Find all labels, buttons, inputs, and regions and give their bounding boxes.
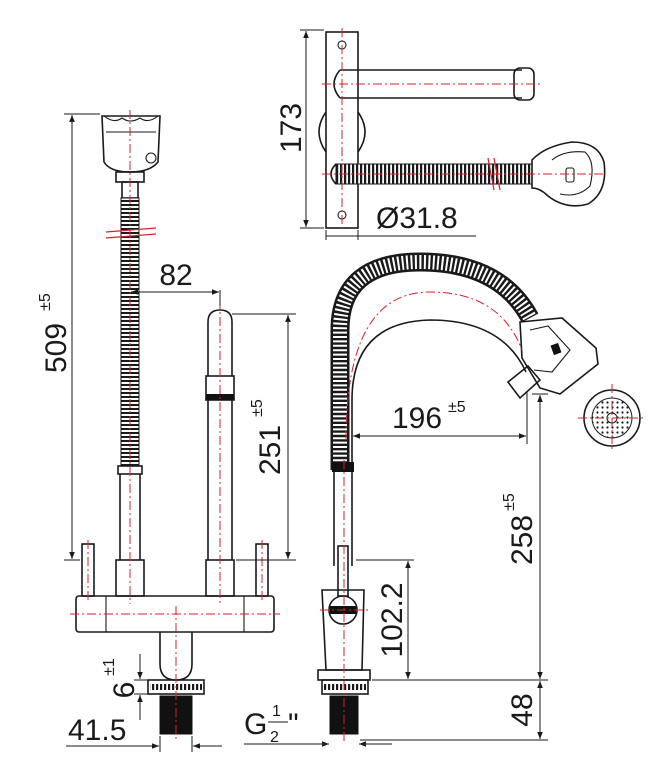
dim-6: 6 bbox=[108, 682, 141, 699]
dim-509-tol: ±5 bbox=[37, 293, 54, 311]
side-nut bbox=[321, 679, 369, 695]
dim-196-tol: ±5 bbox=[448, 399, 466, 416]
front-spray-button bbox=[145, 152, 157, 164]
dim-102-2: 102.2 bbox=[376, 582, 409, 657]
dim-48: 48 bbox=[506, 693, 539, 726]
dim-196: 196 bbox=[392, 402, 442, 435]
front-view: 509 ±5 82 251 ±5 6 ±1 41.5 bbox=[37, 110, 296, 752]
spray-head-top bbox=[531, 141, 606, 207]
side-body bbox=[321, 589, 365, 671]
thread-denominator: 2 bbox=[270, 729, 279, 746]
dim-173: 173 bbox=[275, 103, 308, 153]
thread-numerator: 1 bbox=[272, 703, 281, 720]
front-spout-pipe bbox=[207, 309, 233, 560]
side-spray-detail bbox=[529, 325, 571, 373]
dim-251-tol: ±5 bbox=[249, 399, 266, 417]
break-mark bbox=[487, 157, 501, 191]
dim-6-tol: ±1 bbox=[101, 658, 118, 676]
dim-258: 258 bbox=[506, 515, 539, 565]
side-lower-pipe bbox=[333, 472, 353, 566]
body-right-curve bbox=[357, 111, 366, 153]
dim-82: 82 bbox=[159, 259, 192, 292]
dim-pipe-diameter: Ø31.8 bbox=[376, 202, 458, 235]
side-spout-tip bbox=[506, 364, 542, 400]
dim-251: 251 bbox=[254, 425, 287, 475]
top-view: 173 Ø31.8 bbox=[275, 28, 606, 240]
front-break-mark bbox=[105, 227, 157, 239]
side-handle-stem bbox=[337, 545, 349, 597]
side-hose-outer bbox=[330, 252, 539, 470]
front-spray-lines bbox=[103, 115, 159, 133]
spout-pipe-top bbox=[340, 69, 522, 99]
dim-41-5: 41.5 bbox=[68, 714, 126, 747]
body-left-curve bbox=[318, 111, 327, 153]
dim-258-tol: ±5 bbox=[501, 493, 518, 511]
dim-509: 509 bbox=[40, 323, 73, 373]
thread-prefix: G bbox=[244, 708, 267, 741]
thread-spec: G 1 2 " bbox=[244, 703, 299, 746]
thread-suffix: " bbox=[288, 708, 299, 741]
side-view: 196 ±5 258 ±5 102.2 48 G 1 2 " bbox=[244, 252, 646, 747]
hose-top-view bbox=[335, 163, 533, 185]
front-inlet bbox=[159, 632, 193, 681]
front-hose-pipe bbox=[119, 474, 141, 560]
side-spray-head bbox=[519, 317, 599, 395]
spray-head-ring bbox=[551, 151, 593, 196]
front-spray-head bbox=[101, 115, 161, 173]
side-spout-outer bbox=[351, 319, 527, 401]
spray-button bbox=[565, 167, 575, 183]
